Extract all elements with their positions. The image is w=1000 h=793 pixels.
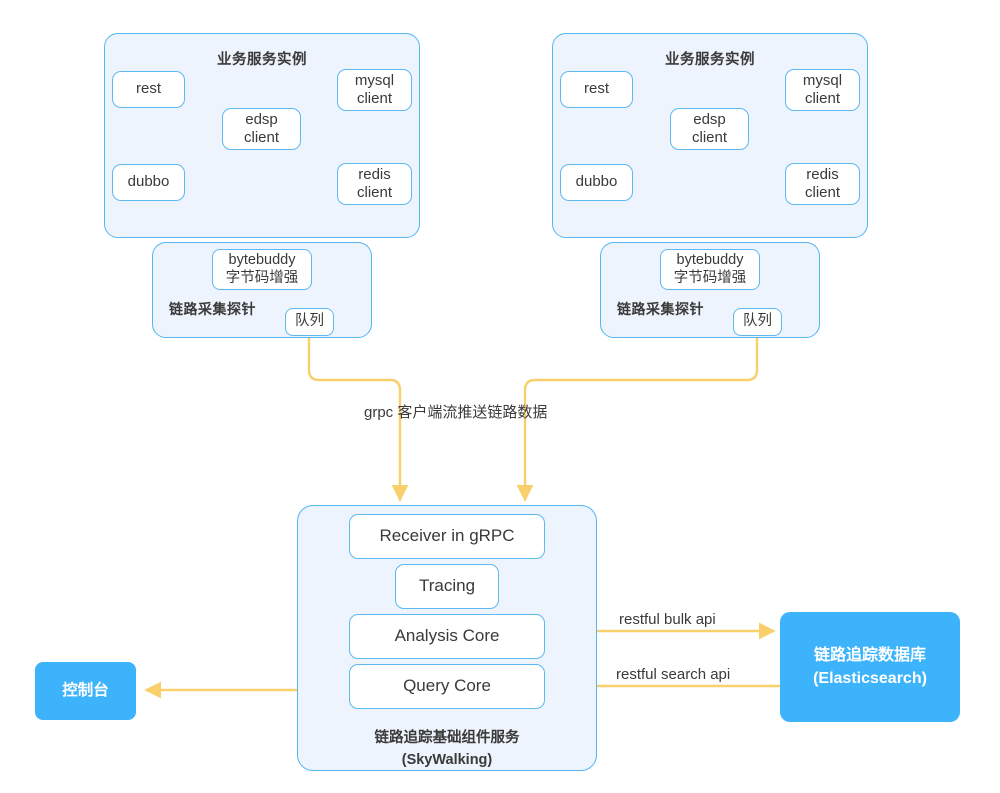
node-mysql-client[interactable]: mysql client <box>785 69 860 111</box>
node-mysql-client[interactable]: mysql client <box>337 69 412 111</box>
node-edsp-client[interactable]: edsp client <box>670 108 749 150</box>
probe-label: 链路采集探针 <box>617 301 704 317</box>
node-bytebuddy[interactable]: bytebuddy 字节码增强 <box>660 249 760 290</box>
probe-label: 链路采集探针 <box>169 301 256 317</box>
edge-label-restful-bulk: restful bulk api <box>619 611 716 628</box>
node-dubbo[interactable]: dubbo <box>112 164 185 201</box>
node-rest[interactable]: rest <box>560 71 633 108</box>
node-queue[interactable]: 队列 <box>733 308 782 336</box>
component-query-core[interactable]: Query Core <box>349 664 545 709</box>
node-redis-client[interactable]: redis client <box>337 163 412 205</box>
node-redis-client[interactable]: redis client <box>785 163 860 205</box>
edge-grpc-right <box>516 336 759 502</box>
console-box[interactable]: 控制台 <box>35 662 136 720</box>
component-tracing[interactable]: Tracing <box>395 564 499 609</box>
component-analysis-core[interactable]: Analysis Core <box>349 614 545 659</box>
edge-label-grpc: grpc 客户端流推送链路数据 <box>364 404 548 421</box>
node-bytebuddy[interactable]: bytebuddy 字节码增强 <box>212 249 312 290</box>
service-instance-title: 业务服务实例 <box>217 52 307 68</box>
node-dubbo[interactable]: dubbo <box>560 164 633 201</box>
database-elasticsearch[interactable]: 链路追踪数据库 (Elasticsearch) <box>780 612 960 722</box>
component-receiver-in-grpc[interactable]: Receiver in gRPC <box>349 514 545 559</box>
node-queue[interactable]: 队列 <box>285 308 334 336</box>
node-rest[interactable]: rest <box>112 71 185 108</box>
skywalking-caption: 链路追踪基础组件服务 (SkyWalking) <box>374 730 520 768</box>
node-edsp-client[interactable]: edsp client <box>222 108 301 150</box>
edge-label-restful-search: restful search api <box>616 666 731 683</box>
service-instance-title: 业务服务实例 <box>665 52 755 68</box>
